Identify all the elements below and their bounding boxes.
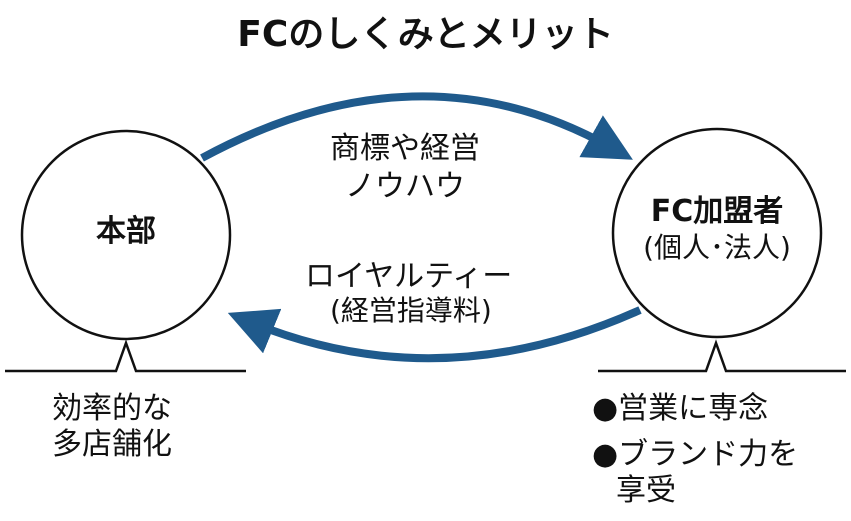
- arrow-to-headquarters: [227, 306, 642, 363]
- franchisee-baseline: [598, 339, 846, 373]
- franchisee-circle: [611, 127, 823, 339]
- page-title: FCのしくみとメリット: [237, 14, 614, 55]
- headquarters-circle: [20, 129, 232, 341]
- headquarters-baseline: [5, 339, 246, 373]
- franchisee-merit-1: ●営業に専念: [592, 391, 769, 426]
- franchisee-merit-3: 享受: [616, 473, 676, 508]
- headquarters-merit-2: 多店舗化: [52, 427, 172, 462]
- headquarters-merit-1: 効率的な: [52, 391, 172, 426]
- arrow-to-franchisee: [200, 92, 633, 162]
- franchisee-label: FC加盟者: [650, 194, 784, 229]
- headquarters-label: 本部: [96, 214, 156, 249]
- arrow-bottom-text-2: (経営指導料): [330, 294, 492, 327]
- arrow-bottom-text-1: ロイヤルティー: [305, 259, 513, 294]
- arrow-top-text-1: 商標や経営: [330, 131, 480, 166]
- arrow-top-text-2: ノウハウ: [345, 169, 465, 204]
- franchisee-merit-2: ●ブランド力を: [592, 437, 799, 472]
- franchisee-sublabel: (個人･法人): [643, 231, 791, 264]
